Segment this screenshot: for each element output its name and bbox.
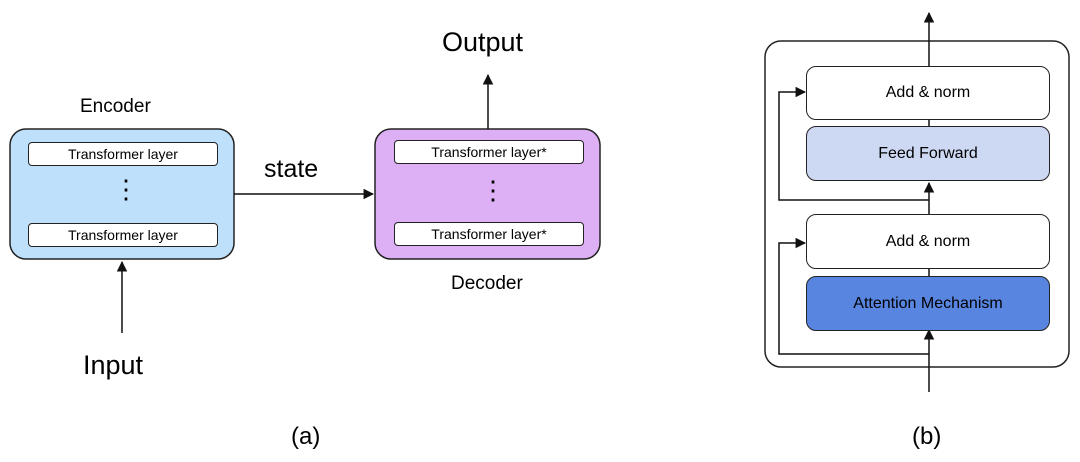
encoder-layer-bottom: Transformer layer (28, 223, 218, 247)
caption-b: (b) (912, 423, 942, 450)
decoder-layer-top: Transformer layer* (394, 140, 584, 164)
residual-connection-upper (778, 86, 929, 201)
residual-connection-lower (778, 237, 929, 355)
add-norm-top: Add & norm (806, 66, 1050, 120)
encoder-ellipsis: ⋮ (113, 174, 139, 204)
output-label: Output (442, 27, 524, 57)
state-label: state (264, 155, 319, 183)
add-norm-bottom: Add & norm (806, 214, 1050, 269)
encoder-layer-top: Transformer layer (28, 142, 218, 166)
feed-forward-block: Feed Forward (806, 126, 1050, 181)
input-label: Input (83, 350, 144, 380)
decoder-title: Decoder (451, 273, 523, 294)
decoder-ellipsis: ⋮ (480, 175, 506, 205)
caption-a: (a) (291, 423, 321, 450)
decoder-layer-bottom: Transformer layer* (394, 222, 584, 246)
encoder-title: Encoder (80, 96, 151, 117)
attention-mechanism-block: Attention Mechanism (806, 276, 1050, 331)
